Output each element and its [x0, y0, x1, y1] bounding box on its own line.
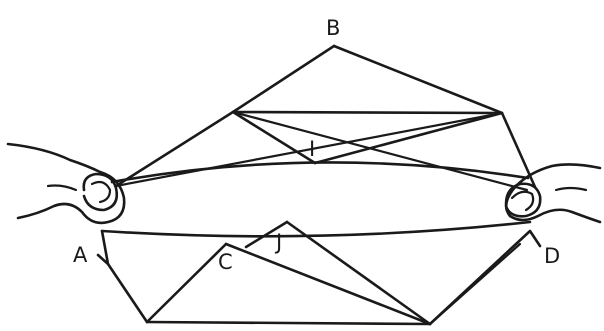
- point-c-right-fold: [226, 244, 430, 324]
- right-inner-flap: [430, 244, 520, 324]
- upper-horizontal-crease: [233, 112, 502, 113]
- left-hand-illustration: [8, 144, 124, 223]
- strip-bottom-edge: [102, 222, 530, 236]
- label-j: J: [274, 230, 282, 254]
- diagonal-crease-left: [233, 112, 527, 190]
- label-i: I: [309, 137, 315, 161]
- right-hand-illustration: [506, 164, 600, 222]
- left-thumbnail: [92, 182, 110, 202]
- upper-flap: [116, 46, 535, 190]
- left-thumb: [84, 174, 117, 210]
- label-b: B: [326, 16, 340, 40]
- label-c: C: [218, 250, 233, 274]
- right-thumbnail: [512, 192, 533, 210]
- label-d: D: [544, 244, 560, 268]
- crease-right-to-i: [315, 113, 502, 163]
- right-knuckle-line: [556, 188, 586, 190]
- left-hand-outline: [8, 144, 124, 223]
- lower-bottom-edge: [147, 322, 430, 324]
- point-c-left-fold: [147, 244, 226, 322]
- label-a: A: [73, 243, 88, 267]
- strip-top-edge: [112, 162, 528, 182]
- left-knuckle-line: [48, 186, 76, 191]
- point-j-right-fold: [287, 222, 430, 324]
- lower-left-outer-edge: [102, 231, 147, 322]
- lower-flap: [98, 222, 540, 324]
